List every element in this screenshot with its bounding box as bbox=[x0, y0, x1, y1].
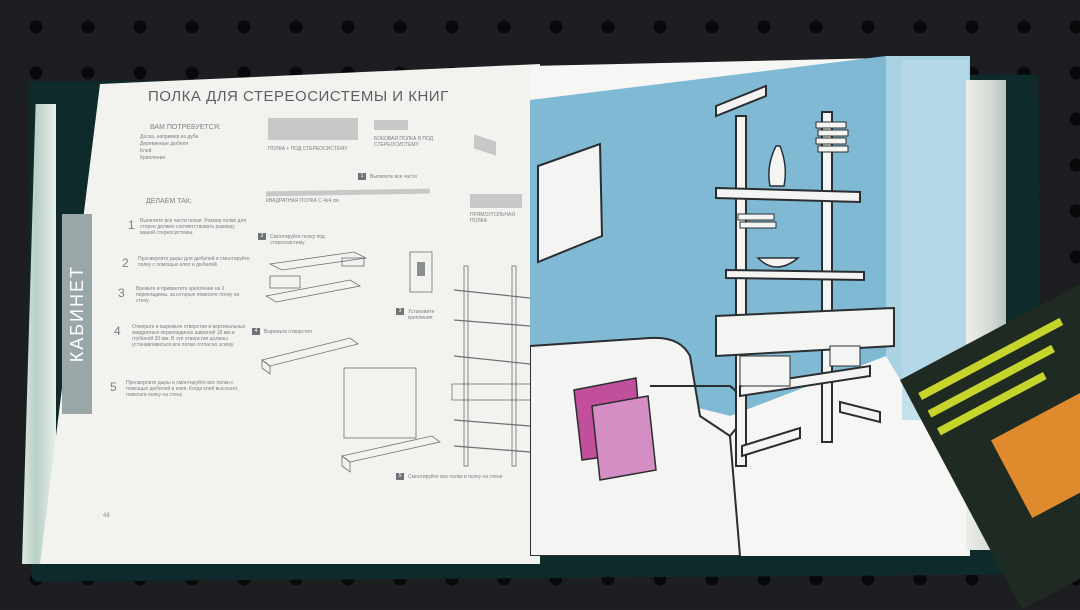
section-tab-label: КАБИНЕТ bbox=[66, 265, 87, 363]
step-text: Отмерьте и вырежьте отверстия в вертикал… bbox=[132, 324, 246, 348]
steps-heading: ДЕЛАЕМ ТАК: bbox=[146, 198, 192, 205]
side-shelf-illustration bbox=[374, 120, 408, 130]
materials-item: Доска, например из дуба bbox=[140, 134, 199, 140]
step-number: 3 bbox=[118, 286, 125, 300]
step-number: 5 bbox=[110, 380, 117, 394]
assembly-diagram-step2 bbox=[264, 251, 368, 303]
room-illustration bbox=[530, 56, 970, 556]
step-number: 2 bbox=[122, 256, 129, 270]
materials-heading: ВАМ ПОТРЕБУЕТСЯ: bbox=[150, 124, 221, 131]
figure-caption: Смонтируйте полку под стереосистему bbox=[270, 234, 325, 246]
step-number: 1 bbox=[128, 218, 135, 232]
shelf-part-label: ПОЛКА + ПОД СТЕРЕОСИСТЕМУ bbox=[268, 146, 348, 152]
figure-caption: Вырежьте отверстия bbox=[264, 329, 312, 335]
step-text: Врежьте и привинтите крепления на 2 пере… bbox=[136, 286, 240, 304]
rect-shelf-label: ПРЯМОУГОЛЬНАЯ ПОЛКА bbox=[470, 212, 515, 224]
figure-number-badge: 3 bbox=[396, 308, 404, 315]
figure-number-badge: 1 bbox=[358, 173, 366, 180]
figure-caption: Установите крепления bbox=[408, 309, 435, 321]
square-shelf-label: КВАДРАТНАЯ ПОЛКА С 4х4 см bbox=[266, 198, 339, 204]
side-shelf-label: БОКОВАЯ ПОЛКА В ПОД СТЕРЕОСИСТЕМУ bbox=[374, 136, 434, 148]
wall-panel-diagram bbox=[341, 367, 441, 473]
section-tab: КАБИНЕТ bbox=[62, 214, 92, 414]
figure-number-badge: 4 bbox=[252, 328, 260, 335]
step-number: 4 bbox=[114, 324, 121, 338]
page-number: 48 bbox=[103, 513, 110, 519]
materials-item: Крепления bbox=[140, 155, 166, 161]
shelf-part-illustration bbox=[268, 118, 358, 140]
frame-assembly-diagram bbox=[451, 265, 533, 467]
step-text: Просверлите дыры и смонтируйте все полки… bbox=[126, 380, 239, 398]
step-text: Просверлите дыры для дюбелей и смонтируй… bbox=[138, 256, 250, 268]
page-title: ПОЛКА ДЛЯ СТЕРЕОСИСТЕМЫ И КНИГ bbox=[148, 88, 449, 105]
step-text: Выпилите все части полки. Размер полки д… bbox=[140, 218, 247, 236]
rect-shelf-illustration bbox=[470, 194, 522, 208]
figure-number-badge: 2 bbox=[258, 233, 266, 240]
figure-caption: Смонтируйте все полки в полку на стене bbox=[408, 474, 503, 480]
materials-item: Деревянные дюбеля bbox=[140, 141, 189, 147]
left-page bbox=[40, 64, 540, 564]
bracket-diagram-step3 bbox=[409, 251, 433, 293]
figure-caption: Выпилите все части bbox=[370, 174, 417, 180]
figure-number-badge: 5 bbox=[396, 473, 404, 480]
notch-diagram-step4 bbox=[261, 337, 359, 375]
materials-item: Клей bbox=[140, 148, 152, 154]
